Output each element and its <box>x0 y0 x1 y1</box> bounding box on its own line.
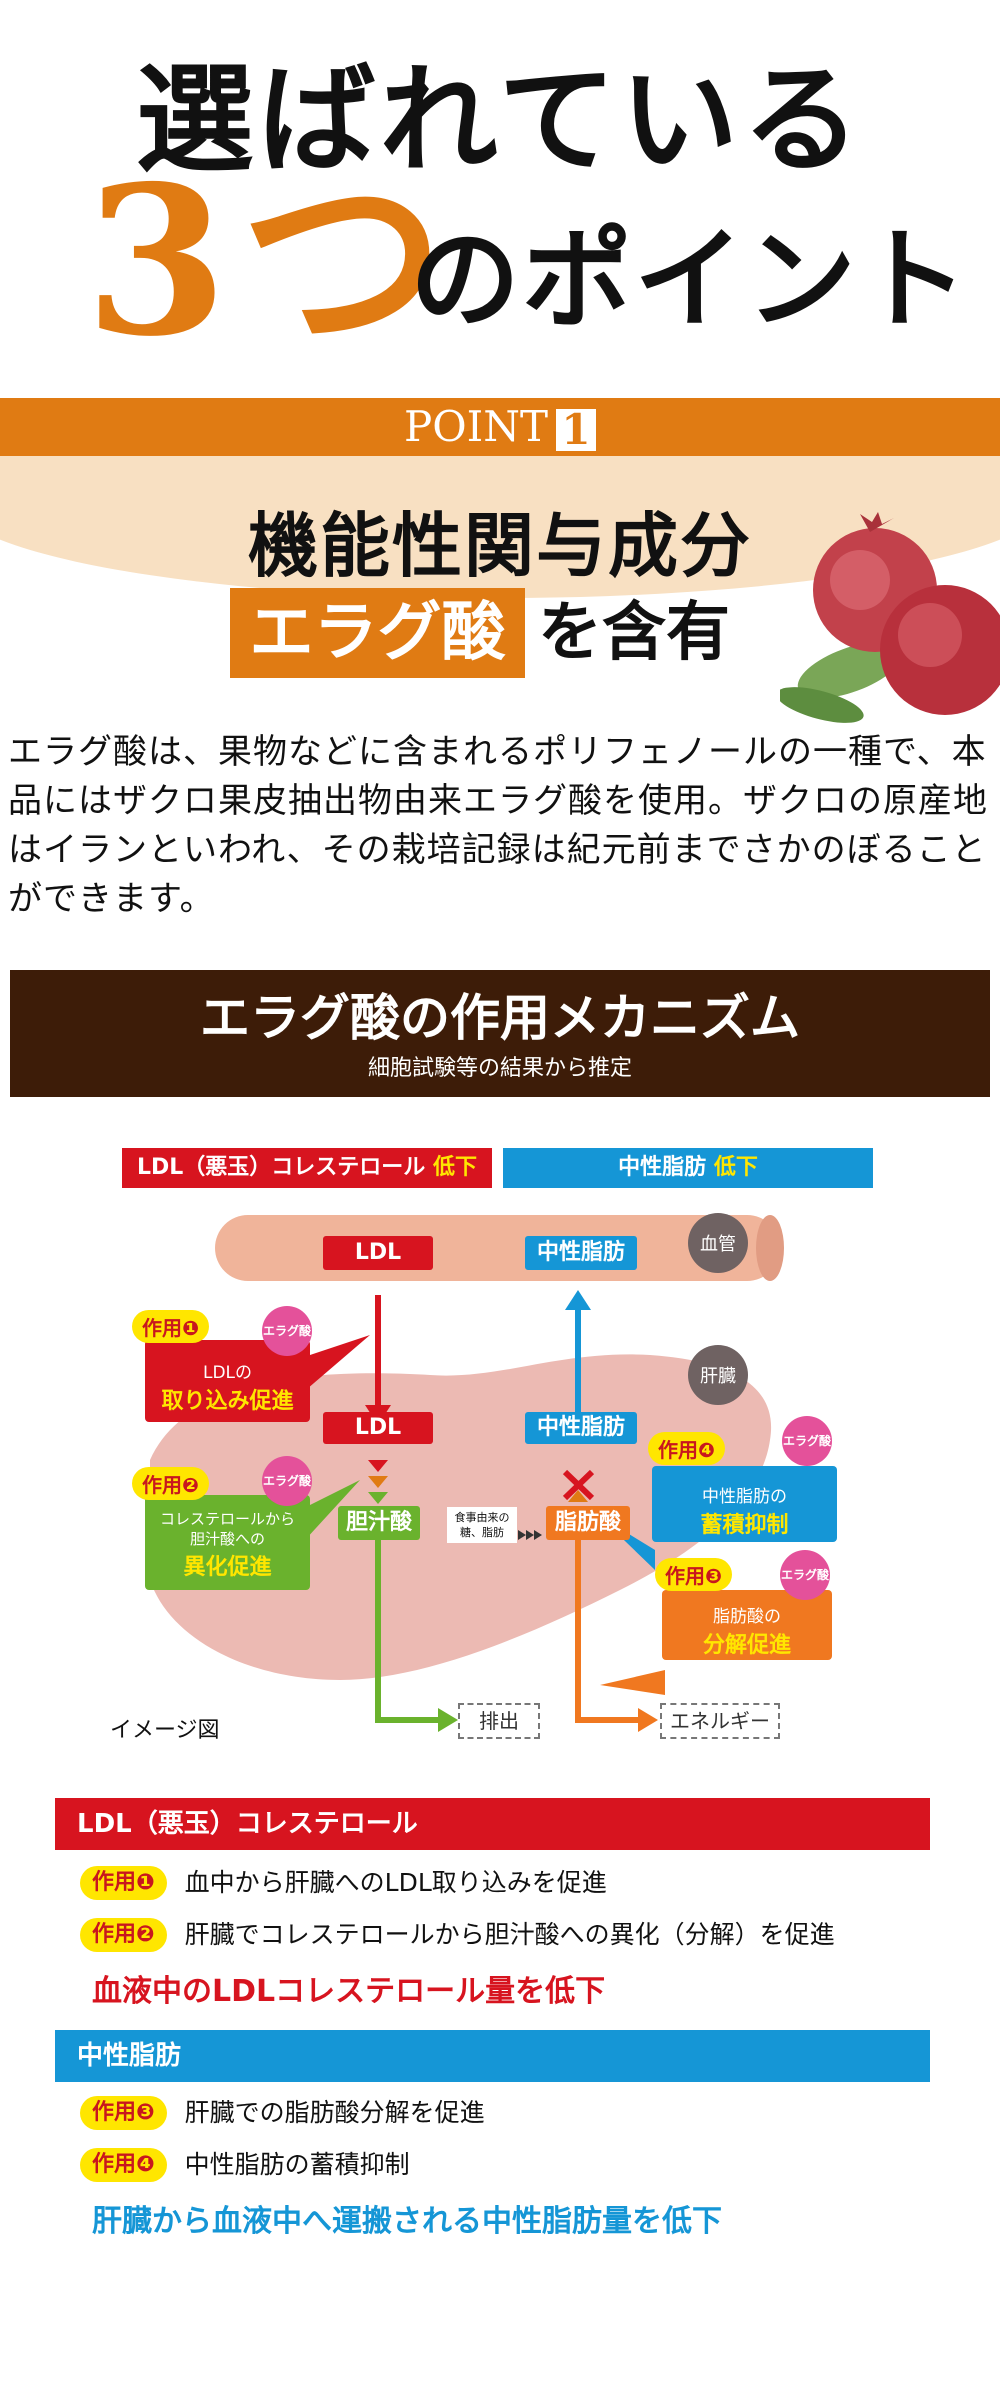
action2-line1: コレステロールから <box>159 1510 295 1528</box>
summary-tg-text-1: 肝臓での脂肪酸分解を促進 <box>184 2098 485 2127</box>
action4-line1: 中性脂肪の <box>702 1487 787 1507</box>
header-ldl-text: LDL（悪玉）コレステロール <box>137 1155 426 1180</box>
headline-number: 3 <box>85 142 228 382</box>
pomegranate-image <box>780 512 1000 723</box>
action2-line1b: 胆汁酸への <box>189 1530 265 1548</box>
bile-label: 胆汁酸 <box>338 1506 420 1540</box>
vessel-ldl-label: LDL <box>323 1236 433 1270</box>
action2-badge: 作用❷ <box>132 1467 209 1500</box>
ellagic-circle-2: エラグ酸 <box>262 1456 312 1506</box>
point-number: 1 <box>556 409 597 451</box>
excrete-label: 排出 <box>458 1703 540 1739</box>
action1-line1: LDLの <box>202 1363 253 1383</box>
summary-tg-badge-1: 作用❸ <box>80 2096 167 2130</box>
summary-ldl-title: LDL（悪玉）コレステロール <box>55 1798 930 1850</box>
headline-rest: のポイント <box>410 215 970 344</box>
summary-ldl-text-1: 血中から肝臓へのLDL取り込みを促進 <box>184 1868 607 1897</box>
header-tg: 中性脂肪 低下 <box>503 1148 873 1188</box>
description-paragraph: エラグ酸は、果物などに含まれるポリフェノールの一種で、本品にはザクロ果皮抽出物由… <box>8 732 988 919</box>
summary-ldl-badge-1: 作用❶ <box>80 1866 167 1900</box>
action2-box: コレステロールから 胆汁酸への 異化促進 <box>145 1495 310 1590</box>
action1-line2: 取り込み促進 <box>161 1389 294 1414</box>
action1-badge: 作用❶ <box>132 1310 209 1343</box>
action4-badge: 作用❹ <box>648 1432 725 1465</box>
header-tg-text: 中性脂肪 <box>618 1155 707 1180</box>
point-bar <box>0 398 1000 456</box>
summary-tg-item-1: 作用❸ 肝臓での脂肪酸分解を促進 <box>80 2092 485 2132</box>
vessel-tg-label: 中性脂肪 <box>525 1236 637 1270</box>
mechanism-subtitle: 細胞試験等の結果から推定 <box>367 1056 632 1081</box>
summary-ldl-item-2: 作用❷ 肝臓でコレステロールから胆汁酸への異化（分解）を促進 <box>80 1914 835 1954</box>
headline-line1: 選ばれている <box>135 50 865 189</box>
ellagic-circle-1: エラグ酸 <box>262 1306 312 1356</box>
energy-label: エネルギー <box>660 1703 780 1739</box>
mechanism-banner <box>10 970 990 1097</box>
action2-line2: 異化促進 <box>183 1555 272 1580</box>
ellagic-circle-3: エラグ酸 <box>780 1550 830 1600</box>
mechanism-title: エラグ酸の作用メカニズム <box>200 989 800 1047</box>
feature-title: 機能性関与成分 <box>248 505 752 587</box>
image-note: イメージ図 <box>110 1718 220 1743</box>
ellagic-circle-4: エラグ酸 <box>782 1416 832 1466</box>
summary-ldl-item-1: 作用❶ 血中から肝臓へのLDL取り込みを促進 <box>80 1862 607 1902</box>
summary-ldl-conclusion: 血液中のLDLコレステロール量を低下 <box>92 1974 606 2009</box>
mechanism-diagram <box>150 1213 784 1732</box>
summary-tg-text-2: 中性脂肪の蓄積抑制 <box>184 2150 410 2179</box>
summary-tg-badge-2: 作用❹ <box>80 2148 167 2182</box>
action4-line2: 蓄積抑制 <box>700 1513 789 1538</box>
header-ldl-low: 低下 <box>432 1155 477 1180</box>
action3-line1: 脂肪酸の <box>713 1607 781 1627</box>
feature-suffix: を含有 <box>538 596 730 670</box>
fatty-acid-label: 脂肪酸 <box>546 1506 630 1540</box>
vessel-caption: 血管 <box>700 1234 736 1255</box>
headline-tsu: つ <box>240 142 445 382</box>
summary-tg-item-2: 作用❹ 中性脂肪の蓄積抑制 <box>80 2144 410 2184</box>
action3-badge: 作用❸ <box>655 1558 732 1591</box>
action3-box: 脂肪酸の 分解促進 <box>662 1590 832 1660</box>
liver-ldl-label: LDL <box>323 1412 433 1444</box>
feature-highlight: エラグ酸 <box>249 596 506 670</box>
header-ldl: LDL（悪玉）コレステロール 低下 <box>122 1148 492 1188</box>
liver-caption: 肝臓 <box>700 1366 736 1387</box>
liver-tg-label: 中性脂肪 <box>525 1412 637 1444</box>
summary-ldl-text-2: 肝臓でコレステロールから胆汁酸への異化（分解）を促進 <box>184 1920 835 1949</box>
feature-highlight-box <box>230 588 525 678</box>
food-label: 食事由来の 糖、脂肪 <box>447 1507 517 1543</box>
header-tg-low: 低下 <box>713 1155 758 1180</box>
summary-tg-title: 中性脂肪 <box>55 2030 930 2082</box>
summary-tg-conclusion: 肝臓から血液中へ運搬される中性脂肪量を低下 <box>92 2204 722 2239</box>
action3-line2: 分解促進 <box>702 1633 791 1658</box>
point-word: POINT <box>403 402 549 451</box>
summary-ldl-badge-2: 作用❷ <box>80 1918 167 1952</box>
action4-box: 中性脂肪の 蓄積抑制 <box>652 1466 837 1542</box>
